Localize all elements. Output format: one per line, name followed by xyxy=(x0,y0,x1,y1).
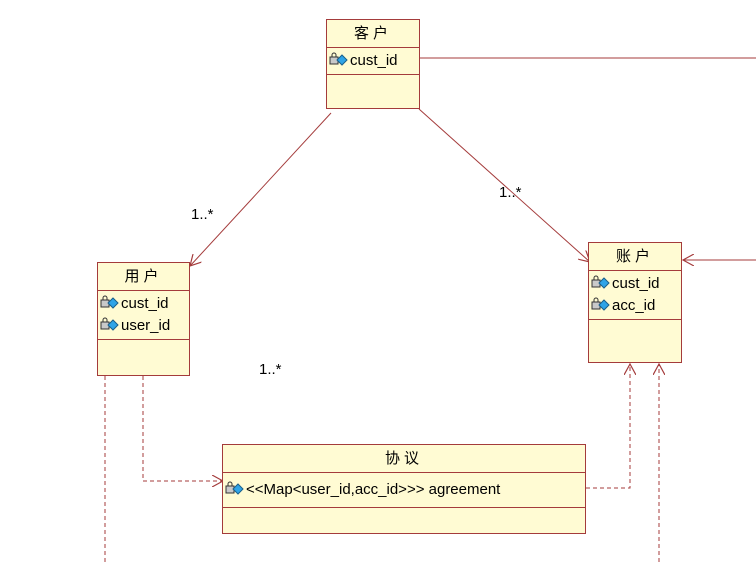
multiplicity-customer-user: 1..* xyxy=(191,206,214,223)
attribute-account-cust-id: cust_id xyxy=(589,273,681,295)
class-name-account: 账户 xyxy=(589,243,681,271)
attribute-section-account: cust_id acc_id xyxy=(589,271,681,320)
attribute-user-user-id: user_id xyxy=(98,315,189,337)
customer-to-account-association xyxy=(418,108,590,262)
attribute-section-user: cust_id user_id xyxy=(98,291,189,340)
protected-attribute-icon xyxy=(591,297,610,311)
protected-attribute-icon xyxy=(329,52,348,66)
class-customer[interactable]: 客户 cust_id xyxy=(326,19,420,109)
class-name-customer: 客户 xyxy=(327,20,419,48)
attribute-account-acc-id: acc_id xyxy=(589,295,681,317)
class-name-user: 用户 xyxy=(98,263,189,291)
protected-attribute-icon xyxy=(100,317,119,331)
multiplicity-customer-account: 1..* xyxy=(499,184,522,201)
user-to-agreement-dependency xyxy=(142,376,223,481)
attribute-customer-cust-id: cust_id xyxy=(327,50,419,72)
attribute-section-agreement: <<Map<user_id,acc_id>>> agreement xyxy=(223,473,585,508)
protected-attribute-icon xyxy=(100,295,119,309)
class-agreement[interactable]: 协议 <<Map<user_id,acc_id>>> agreement xyxy=(222,444,586,534)
class-name-agreement: 协议 xyxy=(223,445,585,473)
class-account[interactable]: 账户 cust_id acc_id xyxy=(588,242,682,363)
protected-attribute-icon xyxy=(591,275,610,289)
attribute-section-customer: cust_id xyxy=(327,48,419,75)
multiplicity-middle: 1..* xyxy=(259,361,282,378)
customer-to-user-association xyxy=(190,112,332,266)
protected-attribute-icon xyxy=(225,481,244,495)
agreement-to-account-dependency xyxy=(586,364,630,489)
attribute-user-cust-id: cust_id xyxy=(98,293,189,315)
attribute-agreement-map: <<Map<user_id,acc_id>>> agreement xyxy=(223,479,585,501)
class-user[interactable]: 用户 cust_id user_id xyxy=(97,262,190,376)
